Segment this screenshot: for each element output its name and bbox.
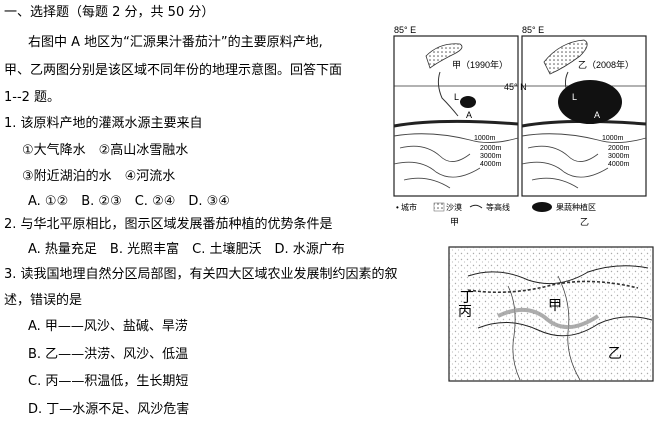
q1-options-row-2: ③附近湖泊的水 ④河流水 [22, 169, 176, 184]
q1-choices: A. ①② B. ②③ C. ②④ D. ③④ [28, 194, 230, 209]
veg-zone-jia [460, 96, 476, 108]
caption-yi: 乙 [580, 217, 589, 227]
contour-4000-yi: 4000m [608, 161, 630, 168]
q2-stem: 2. 与华北平原相比，图示区域发展番茄种植的优势条件是 [4, 217, 333, 232]
legend-contour: 等高线 [486, 202, 510, 212]
contour-2000-yi: 2000m [608, 145, 630, 152]
caption-jia: 甲 [450, 217, 459, 227]
legend-sand-swatch [433, 202, 445, 212]
q2-choices: A. 热量充足 B. 光照丰富 C. 土壤肥沃 D. 水源广布 [28, 242, 345, 257]
title-jia: 甲（1990年） [452, 59, 508, 70]
q3-option-b: B. 乙——洪涝、风沙、低温 [28, 347, 189, 362]
q3-option-d: D. 丁—水源不足、风沙危害 [28, 402, 190, 417]
contour-3000-yi: 3000m [608, 153, 630, 160]
desert-jia [425, 43, 463, 69]
legend-veg: 果蔬种植区 [556, 202, 596, 212]
region-yi: 乙 [608, 346, 622, 362]
natural-regions-map: 丁 丙 甲 乙 [448, 246, 654, 382]
q1-options-row-1: ①大气降水 ②高山冰雪融水 [22, 143, 189, 158]
legend-city: • 城市 [396, 202, 417, 212]
panel-jia-frame [393, 35, 519, 197]
point-a-yi: A [594, 110, 600, 120]
point-a-jia: A [466, 110, 472, 120]
lon-label-right: 85° E [522, 25, 544, 35]
legend-sand: 沙漠 [446, 202, 462, 212]
contour-3000-jia: 3000m [480, 153, 502, 160]
section-header: 一、选择题（每题 2 分，共 50 分） [4, 5, 215, 20]
legend-veg-swatch [532, 202, 552, 212]
contour-2000-jia: 2000m [480, 145, 502, 152]
point-l-jia: L [454, 92, 459, 102]
map-figure-jia-yi: 85° E 85° E 45° N 甲（1990年） 乙（2008年） L A … [380, 22, 650, 232]
q1-stem: 1. 该原料产地的灌溉水源主要来自 [4, 116, 203, 131]
title-yi: 乙（2008年） [578, 59, 634, 70]
lat-label: 45° N [504, 82, 527, 92]
desert-yi [543, 39, 588, 75]
intro-line-1: 右图中 A 地区为“汇源果汁番茄汁”的主要原料产地, [28, 35, 323, 50]
contour-1000-jia: 1000m [474, 135, 496, 142]
contour-4000-jia: 4000m [480, 161, 502, 168]
region-ding: 丁 [460, 291, 474, 306]
contour-1000-yi: 1000m [602, 135, 624, 142]
q3-option-c: C. 丙——积温低，生长期短 [28, 374, 189, 389]
legend-contour-swatch [469, 204, 483, 209]
lon-label-left: 85° E [394, 25, 416, 35]
q3-stem-line-1: 3. 读我国地理自然分区局部图，有关四大区域农业发展制约因素的叙 [4, 267, 398, 282]
veg-zone-yi [558, 80, 622, 124]
region-jia: 甲 [548, 299, 562, 314]
q3-option-a: A. 甲——风沙、盐碱、旱涝 [28, 319, 188, 334]
intro-line-3: 1--2 题。 [4, 90, 61, 105]
intro-line-2: 甲、乙两图分别是该区域不同年份的地理示意图。回答下面 [4, 63, 343, 78]
q3-stem-line-2: 述，错误的是 [4, 293, 83, 308]
point-l-yi: L [572, 92, 577, 102]
region-bing: 丙 [458, 305, 472, 320]
